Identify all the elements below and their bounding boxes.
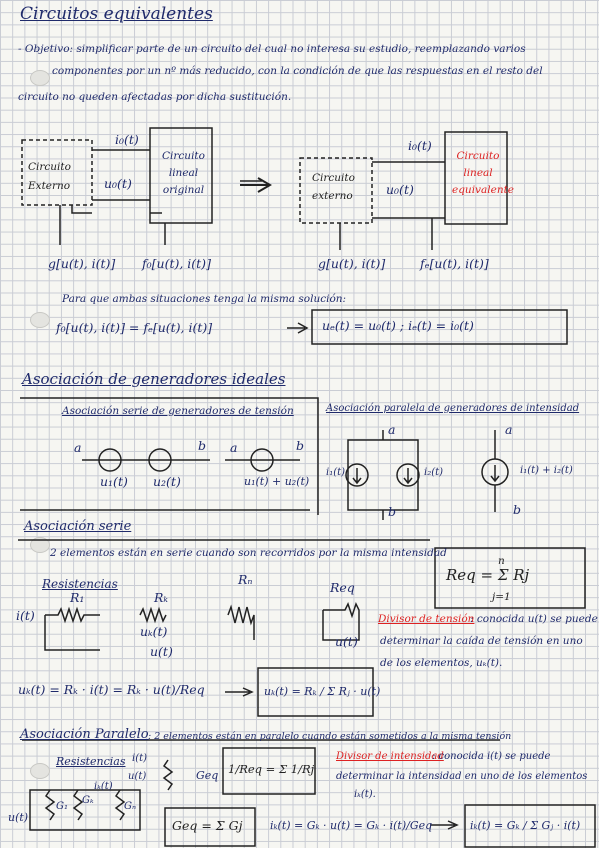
right-voltage-label: u₀(t) (386, 182, 414, 197)
binder-hole (30, 763, 50, 779)
left-current-label: i₀(t) (115, 132, 139, 147)
parallel-current-equation: iₖ(t) = Gₖ · u(t) = Gₖ · i(t)/Geq (270, 819, 433, 832)
parallel-g1-label: G₁ (56, 801, 68, 812)
objective-line-3: circuito no queden afectadas por dicha s… (18, 91, 292, 103)
left-func-g: g[u(t), i(t)] (48, 256, 116, 271)
series-current-label: i(t) (16, 608, 35, 623)
section-title-equivalent-circuits: Circuitos equivalentes (20, 4, 213, 24)
series-req-label: Req (330, 580, 355, 595)
section-title-ideal-generators: Asociación de generadores ideales (22, 370, 286, 388)
series-definition: 2 elementos están en serie cuando son re… (50, 547, 447, 559)
parallel-u-label: u(t) (8, 811, 29, 824)
parallel-definition: : 2 elementos están en paralelo cuando e… (148, 731, 512, 742)
parallel-source-sum: i₁(t) + i₂(t) (520, 465, 573, 476)
voltage-divider-line-3: de los elementos, uₖ(t). (380, 657, 503, 669)
left-external-label: Circuito Externo (28, 161, 71, 192)
left-inner-label: Circuito lineal original (162, 150, 205, 196)
parallel-current-box-equation: iₖ(t) = Gₖ / Σ Gⱼ · i(t) (470, 819, 581, 832)
series-node-a: a (74, 440, 82, 455)
parallel-gn-label: Gₙ (124, 801, 137, 812)
parallel-u2-label: u(t) (128, 771, 147, 782)
condition-result: uₑ(t) = u₀(t) ; iₑ(t) = i₀(t) (322, 318, 474, 333)
parallel-node-a: a (388, 422, 396, 437)
series-resistors-label: Resistencias (42, 577, 118, 591)
series-r1-label: R₁ (70, 590, 85, 605)
parallel-generators-title: Asociación paralela de generadores de in… (326, 403, 580, 414)
series-rn-label: Rₙ (238, 572, 253, 587)
parallel-current-label: i(t) (132, 753, 148, 764)
condition-text: Para que ambas situaciones tenga la mism… (62, 293, 347, 305)
parallel-resistors-label: Resistencias (56, 755, 126, 768)
parallel-req-inverse: 1/Req = Σ 1/Rj (228, 762, 315, 776)
series-generators-title: Asociación serie de generadores de tensi… (62, 405, 294, 417)
series-source-u2: u₂(t) (153, 474, 181, 489)
series-rk-label: Rₖ (154, 590, 168, 605)
condition-equation: f₀[u(t), i(t)] = fₑ[u(t), i(t)] (56, 320, 213, 335)
parallel-node-b2: b (513, 502, 522, 517)
parallel-gk-label: Gₖ (82, 795, 94, 806)
section-title-parallel: Asociación Paralelo (20, 727, 149, 742)
current-divider-line-3: iₖ(t). (354, 789, 376, 800)
geq-formula: Geq = Σ Gj (172, 818, 243, 833)
parallel-source-i1: i₁(t) (326, 467, 346, 478)
left-voltage-label: u₀(t) (104, 176, 132, 191)
series-voltage-box-equation: uₖ(t) = Rₖ / Σ Rⱼ · u(t) (264, 685, 381, 698)
right-func-g: g[u(t), i(t)] (318, 256, 386, 271)
series-node-b2: b (296, 438, 305, 453)
series-source-u1: u₁(t) (100, 474, 128, 489)
series-source-sum: u₁(t) + u₂(t) (244, 475, 310, 488)
req-formula: Req = Σ Rj (446, 566, 530, 584)
right-external-label: Circuito externo (312, 172, 355, 202)
voltage-divider-line-2: determinar la caída de tensión en uno (380, 635, 583, 647)
parallel-geq-label: Geq (196, 769, 219, 782)
parallel-ik-label: iₖ(t) (94, 781, 113, 792)
binder-hole (30, 537, 50, 553)
objective-line-2: componentes por un nº más reducido, con … (52, 65, 543, 77)
series-u-label: u(t) (150, 644, 173, 659)
left-func-f: f₀[u(t), i(t)] (142, 256, 211, 271)
binder-hole (30, 70, 50, 86)
series-uk-label: uₖ(t) (140, 624, 168, 639)
parallel-source-i2: i₂(t) (424, 467, 444, 478)
right-current-label: i₀(t) (408, 138, 432, 153)
current-divider-title: Divisor de intensidad (336, 751, 444, 762)
objective-line-1: - Objetivo: simplificar parte de un circ… (18, 43, 526, 55)
right-func-f: fₑ[u(t), i(t)] (420, 256, 489, 271)
req-sum-lower: j=1 (492, 591, 511, 603)
req-sum-upper: n (498, 555, 505, 567)
series-node-a2: a (230, 440, 238, 455)
series-node-b: b (198, 438, 207, 453)
current-divider-line-2: determinar la intensidad en uno de los e… (336, 771, 588, 782)
series-u2-label: u(t) (335, 634, 358, 649)
binder-hole (30, 312, 50, 328)
right-inner-label: Circuito lineal equivalente (452, 150, 515, 196)
section-title-series: Asociación serie (24, 519, 132, 534)
current-divider-line-1: : conocida i(t) se puede (432, 751, 551, 762)
voltage-divider-title: Divisor de tensión (378, 613, 475, 625)
voltage-divider-line-1: : conocida u(t) se puede (470, 613, 598, 625)
series-voltage-equation: uₖ(t) = Rₖ · i(t) = Rₖ · u(t)/Req (18, 682, 205, 697)
parallel-node-b: b (388, 504, 397, 519)
parallel-node-a2: a (505, 422, 513, 437)
